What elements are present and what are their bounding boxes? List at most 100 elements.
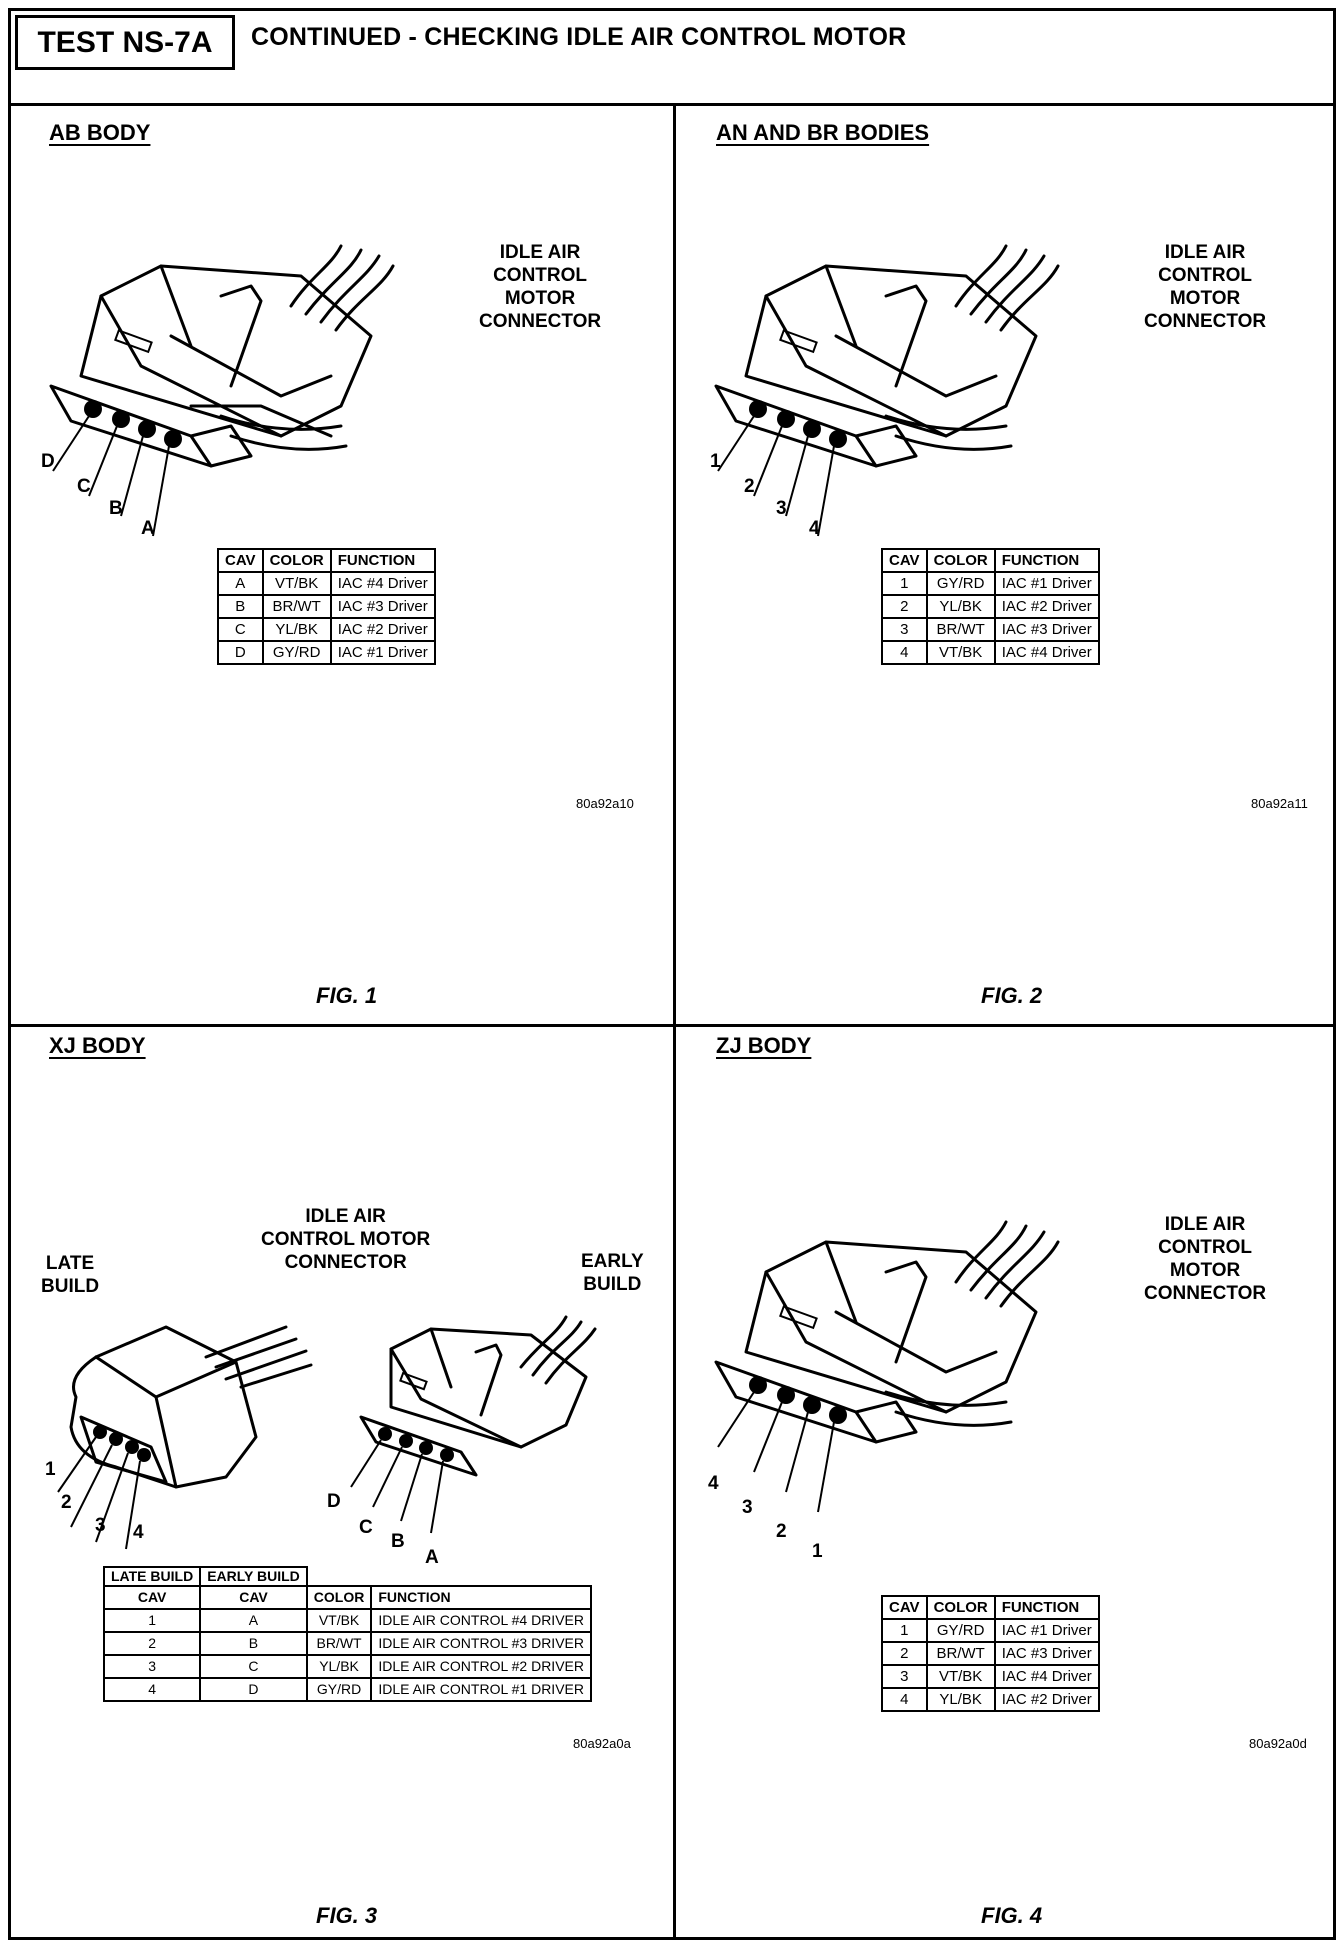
table-cell: BR/WT [925,617,996,642]
table-row: 3 BR/WT IAC #3 Driver [881,617,1100,642]
table-cell: BR/WT [305,1631,373,1656]
connector-label-line: IDLE AIR [499,242,581,263]
table-cell: IAC #1 Driver [993,1618,1100,1643]
early-pin-label: C [359,1517,373,1538]
table-row: 2 B BR/WT IDLE AIR CONTROL #3 DRIVER [102,1631,592,1656]
table-cell: VT/BK [925,640,996,665]
test-id: TEST NS-7A [15,15,235,70]
table-row: 4 VT/BK IAC #4 Driver [881,640,1100,665]
table-cell: IDLE AIR CONTROL #4 DRIVER [370,1608,592,1633]
connector-label: IDLE AIR CONTROL MOTOR CONNECTOR [1144,241,1266,333]
table-cell: IAC #2 Driver [993,594,1100,619]
table-cell: 1 [881,1618,928,1643]
table-row: C YL/BK IAC #2 Driver [217,617,436,642]
table-row: B BR/WT IAC #3 Driver [217,594,436,619]
pinout-table: CAV COLOR FUNCTION A VT/BK IAC #4 Driver… [217,548,436,665]
connector-label: IDLE AIR CONTROL MOTOR CONNECTOR [1144,1213,1266,1305]
connector-label-line: CONTROL [1158,1237,1253,1258]
pin-label: 2 [744,476,755,497]
table-header: COLOR [261,548,332,573]
table-cell: IAC #4 Driver [993,1664,1100,1689]
connector-drawing [49,244,395,537]
pin-label: 1 [710,451,721,472]
table-cell: IAC #1 Driver [329,640,436,665]
table-row: A VT/BK IAC #4 Driver [217,571,436,596]
pin-label: 3 [776,498,787,519]
table-header: COLOR [305,1585,373,1610]
figure-label: FIG. 2 [981,983,1043,1008]
table-cell: A [217,571,264,596]
late-build-label-line: LATE [45,1253,95,1274]
table-cell: 4 [102,1677,202,1702]
table-header-row: CAV COLOR FUNCTION [881,1595,1100,1620]
late-pin-label: 3 [95,1515,106,1536]
table-row: 2 BR/WT IAC #3 Driver [881,1641,1100,1666]
connector-label-line: CONNECTOR [1144,311,1267,332]
table-cell: C [217,617,264,642]
table-cell: YL/BK [925,594,996,619]
table-header: FUNCTION [329,548,436,573]
connector-label-line: CONNECTOR [1144,1283,1267,1304]
table-cell: 3 [881,1664,928,1689]
table-cell: IDLE AIR CONTROL #2 DRIVER [370,1654,592,1679]
table-cell: GY/RD [925,571,996,596]
table-cell: C [199,1654,308,1679]
table-header-row: CAV COLOR FUNCTION [881,548,1100,573]
connector-drawing [714,1220,1060,1513]
figure-label: FIG. 4 [981,1903,1043,1928]
table-header: CAV [102,1585,202,1610]
table-cell: 3 [102,1654,202,1679]
early-build-label-line: EARLY [581,1251,644,1272]
table-group-header: LATE BUILD [102,1566,202,1587]
table-header: CAV [217,548,264,573]
table-group-header: EARLY BUILD [199,1566,308,1587]
pin-label: 3 [742,1497,753,1518]
table-cell: 2 [881,1641,928,1666]
connector-label: IDLE AIR CONTROL MOTOR CONNECTOR [479,241,601,333]
connector-label-line: IDLE AIR [1164,1214,1246,1235]
table-cell: IAC #1 Driver [993,571,1100,596]
panel-an-br-bodies: AN AND BR BODIES IDLE AIR CONTROL MOTOR … [676,106,1339,1024]
table-cell: GY/RD [305,1677,373,1702]
table-cell: B [199,1631,308,1656]
panel-title: AB BODY [49,120,151,145]
table-cell: 4 [881,640,928,665]
late-build-connector-drawing [57,1325,313,1550]
table-header: CAV [199,1585,308,1610]
connector-label-line: MOTOR [1169,288,1241,309]
table-header: FUNCTION [370,1585,592,1610]
connector-label-line: CONNECTOR [479,311,602,332]
late-build-label-line: BUILD [41,1276,100,1297]
pinout-table: CAV COLOR FUNCTION 1 GY/RD IAC #1 Driver… [881,1595,1100,1712]
connector-label: IDLE AIR CONTROL MOTOR CONNECTOR [261,1205,430,1274]
connector-label-line: CONTROL [493,265,588,286]
panel-title: XJ BODY [49,1033,146,1058]
table-cell: YL/BK [925,1687,996,1712]
pin-label: A [141,518,155,539]
early-pin-label: D [327,1491,341,1512]
connector-label-line: IDLE AIR [305,1206,386,1227]
table-header: FUNCTION [993,548,1100,573]
table-cell: YL/BK [261,617,332,642]
panel-title: ZJ BODY [716,1033,812,1058]
table-header: COLOR [925,548,996,573]
table-cell: IAC #4 Driver [329,571,436,596]
table-header: COLOR [925,1595,996,1620]
table-cell: 1 [102,1608,202,1633]
pin-label: 2 [776,1521,787,1542]
connector-label-line: MOTOR [504,288,576,309]
late-pin-label: 1 [45,1459,56,1480]
pinout-table: LATE BUILD EARLY BUILD CAV CAV COLOR FUN… [102,1566,592,1702]
table-cell: A [199,1608,308,1633]
table-cell: IAC #4 Driver [993,640,1100,665]
table-header: CAV [881,1595,928,1620]
pin-label: 1 [812,1541,823,1562]
table-row: 1 GY/RD IAC #1 Driver [881,1618,1100,1643]
table-cell: IDLE AIR CONTROL #1 DRIVER [370,1677,592,1702]
page-frame: TEST NS-7A CONTINUED - CHECKING IDLE AIR… [8,8,1336,1940]
table-group-header-row: LATE BUILD EARLY BUILD [102,1566,591,1587]
table-cell: 2 [102,1631,202,1656]
early-pin-label: A [425,1547,439,1568]
early-build-label: EARLY BUILD [581,1250,644,1296]
figure-label: FIG. 1 [316,983,378,1008]
